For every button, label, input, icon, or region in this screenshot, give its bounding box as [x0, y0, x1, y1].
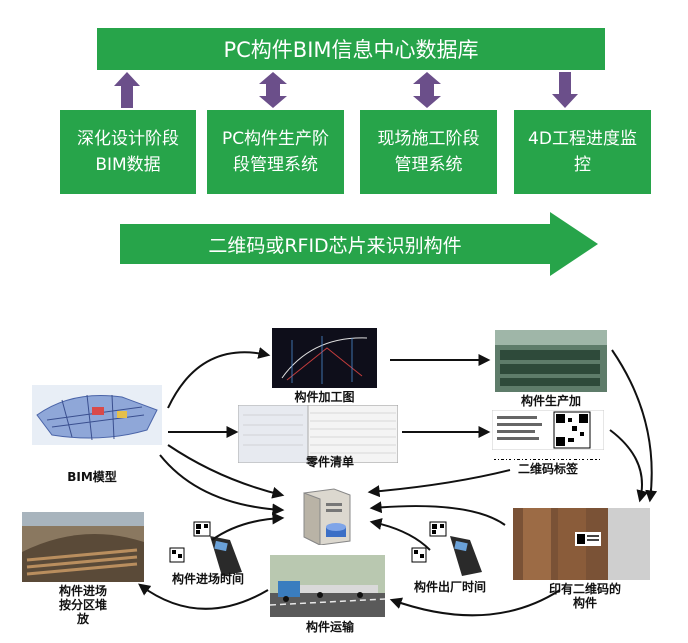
transport-image [270, 555, 385, 617]
bim-model-image [32, 385, 162, 445]
qr-label-image [492, 410, 604, 450]
down-arrow-icon [552, 72, 578, 108]
site-stack-label: 构件进场 按分区堆 放 [58, 584, 107, 626]
drawing-image [272, 328, 377, 388]
stage-design-bim: 深化设计阶段 BIM数据 [60, 110, 196, 194]
drawing-label: 构件加工图 [294, 390, 355, 404]
stage-4d-monitor: 4D工程进度监 控 [514, 110, 651, 194]
entry-time-label: 构件进场时间 [171, 572, 244, 586]
qr-label-caption: 二维码标签 [517, 462, 578, 476]
barcode-image [492, 452, 604, 460]
production-label: 构件生产加 [520, 394, 581, 408]
part-list-label: 零件清单 [305, 455, 354, 469]
site-stack-image [22, 512, 144, 582]
handheld-scanner-icon [168, 518, 248, 578]
factory-time-label: 构件出厂时间 [413, 580, 486, 594]
bim-model-label: BIM模型 [67, 470, 117, 484]
printed-part-image [513, 508, 650, 580]
handheld-scanner-icon [410, 518, 490, 578]
transport-label: 构件运输 [305, 620, 354, 634]
server-icon [290, 487, 362, 545]
stage-construction-system: 现场施工阶段 管理系统 [360, 110, 497, 194]
bidirectional-arrow-icon [413, 72, 441, 108]
bidirectional-arrow-icon [259, 72, 287, 108]
database-title-bar: PC构件BIM信息中心数据库 [97, 28, 605, 70]
production-image [495, 330, 607, 392]
up-arrow-icon [114, 72, 140, 108]
printed-part-label: 印有二维码的 构件 [548, 582, 621, 610]
database-title: PC构件BIM信息中心数据库 [223, 38, 479, 62]
stage-production-system: PC构件生产阶 段管理系统 [207, 110, 344, 194]
qr-code-icon [553, 411, 591, 449]
banner-label: 二维码或RFID芯片来识别构件 [208, 234, 462, 257]
right-arrow-banner [120, 212, 598, 276]
